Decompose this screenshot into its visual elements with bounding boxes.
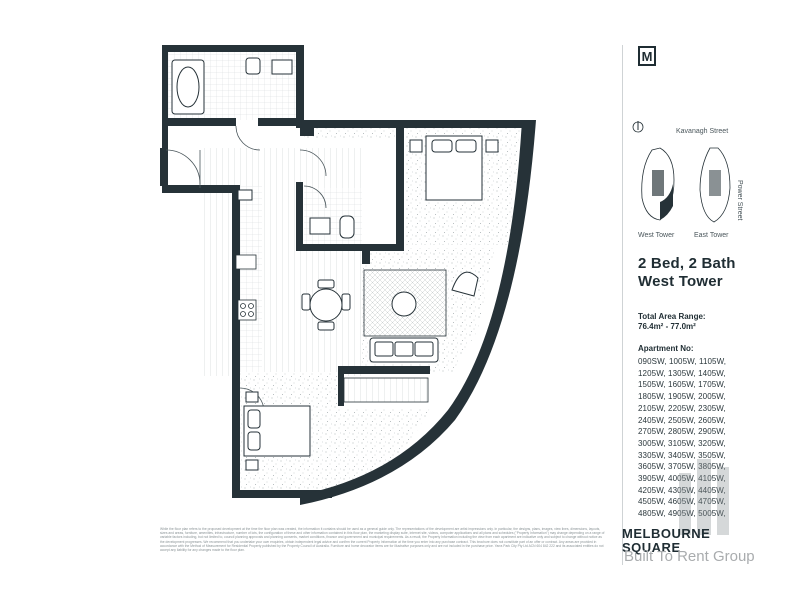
brand-line-1: MELBOURNE: [622, 526, 711, 541]
west-tower-shape: [641, 147, 675, 221]
watermark-text: Built To Rent Group: [624, 548, 755, 565]
panel-divider: [622, 45, 623, 565]
east-tower-label: East Tower: [694, 232, 729, 239]
east-tower-shape: [699, 147, 731, 223]
key-map: [632, 121, 731, 223]
area-value: 76.4m² - 77.0m²: [638, 322, 696, 331]
apartment-list: 090SW, 1005W, 1105W, 1205W, 1305W, 1405W…: [638, 357, 727, 519]
brand-wordmark: MELBOURNE SQUARE: [622, 527, 710, 555]
brand-line-2: SQUARE: [622, 540, 681, 555]
disclaimer-text: While the floor plan refers to the propo…: [160, 527, 605, 553]
street-label-top: Kavanagh Street: [676, 128, 729, 135]
north-arrow-icon: [632, 121, 644, 133]
west-tower-label: West Tower: [638, 232, 675, 239]
floor-plan: [160, 45, 536, 505]
street-label-side: Power Street: [736, 180, 743, 221]
listing-title: 2 Bed, 2 Bath West Tower: [638, 255, 736, 291]
watermark-building-icon: [679, 459, 729, 535]
title-line-1: 2 Bed, 2 Bath: [638, 255, 736, 272]
brand-logo-icon: M: [638, 46, 656, 66]
area-label: Total Area Range:: [638, 312, 706, 321]
apartment-label: Apartment No:: [638, 344, 694, 353]
title-line-2: West Tower: [638, 273, 723, 290]
logo-letter: M: [641, 48, 653, 64]
